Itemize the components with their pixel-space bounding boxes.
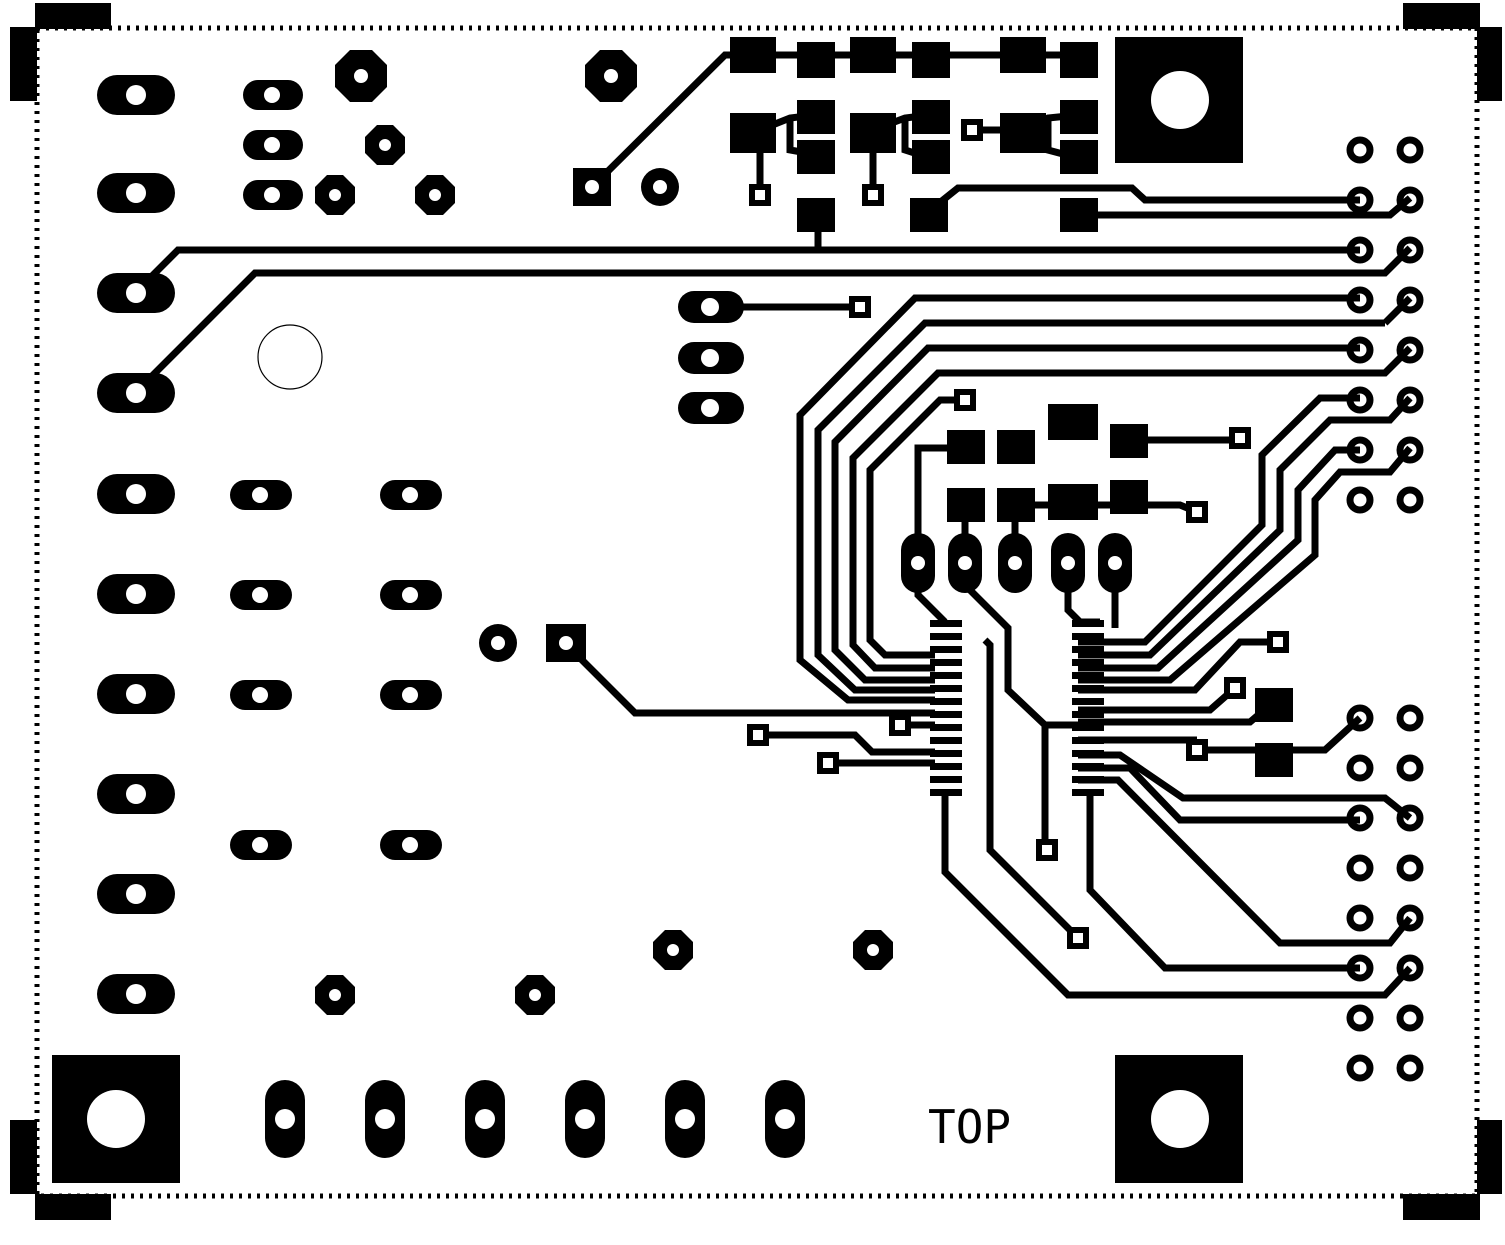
oval-pads-small bbox=[230, 80, 744, 860]
oval-pads-vertical bbox=[901, 533, 1132, 593]
smd-pads bbox=[730, 37, 1293, 777]
fiducial-circle bbox=[257, 324, 323, 390]
oval-pads-left-column bbox=[97, 75, 175, 1014]
board-outline bbox=[34, 25, 1480, 1199]
oval-pads-bottom-row bbox=[265, 1080, 805, 1158]
round-pads bbox=[479, 168, 679, 662]
vias bbox=[747, 119, 1289, 949]
layer-label: TOP bbox=[928, 1100, 1011, 1154]
header-pins bbox=[1346, 136, 1424, 1082]
ic-footprint bbox=[930, 620, 1104, 796]
octagon-pads bbox=[315, 50, 893, 1015]
mounting-holes bbox=[52, 37, 1243, 1183]
corner-tabs bbox=[10, 3, 1502, 1220]
